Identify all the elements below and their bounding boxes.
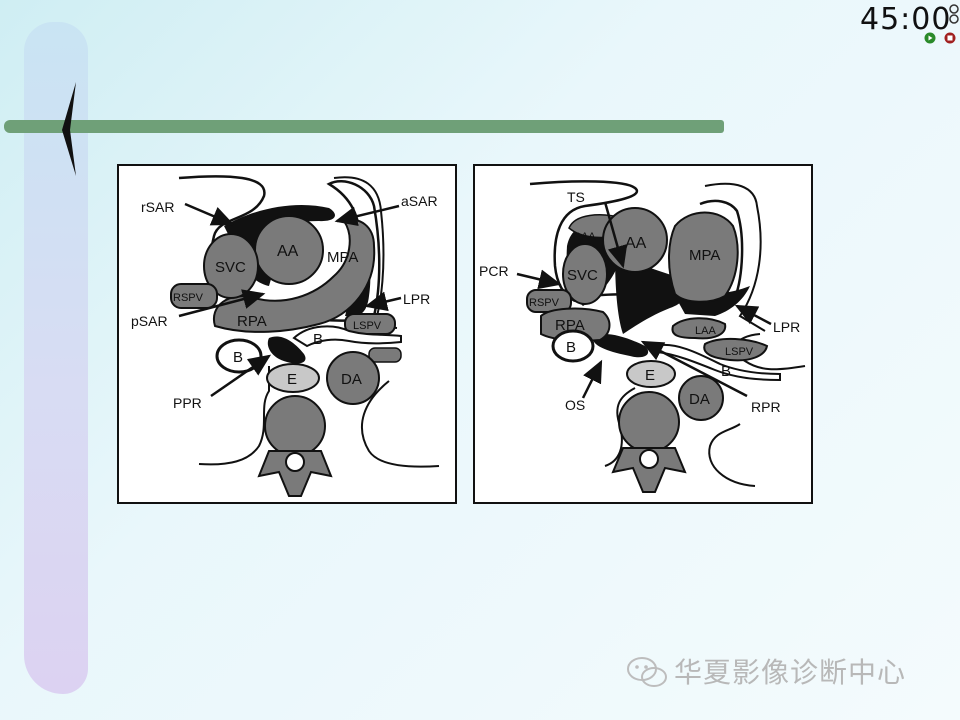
label-pcr: PCR [479,263,509,279]
label-aa: AA [277,243,299,260]
label-da-r: DA [689,391,710,408]
label-rspv: RSPV [173,292,204,304]
label-b-left: B [233,349,243,366]
label-lspv: LSPV [353,320,382,332]
label-rpa-r: RPA [555,317,585,334]
label-lpr-r: LPR [773,319,800,335]
label-raa: RAA [573,231,596,243]
timer-settings-icon[interactable] [948,4,960,26]
label-asar: aSAR [401,193,438,209]
label-rpa: RPA [237,313,267,330]
label-e: E [287,371,297,388]
label-mpa-r: MPA [689,247,720,264]
label-aa-r: AA [625,235,647,252]
label-rpr: RPR [751,399,781,415]
title-underline-bar [4,120,724,133]
label-rsar: rSAR [141,199,174,215]
label-ts: TS [567,189,585,205]
label-b-right-r: B [721,363,731,380]
label-lpr: LPR [403,291,430,307]
stop-icon[interactable] [944,32,956,44]
decorative-sidebar [24,22,88,694]
label-laa: LAA [695,325,716,337]
timer-display: 45:00 [860,2,952,37]
play-icon[interactable] [924,32,936,44]
wechat-icon [627,657,667,687]
label-da: DA [341,371,362,388]
left-diagram-panel: rSAR aSAR AA SVC MPA RSPV pSAR RPA LPR L… [117,164,457,504]
label-mpa: MPA [327,249,358,266]
watermark-text: 华夏影像诊断中心 [674,656,907,689]
label-svc: SVC [215,259,246,276]
label-svc-r: SVC [567,267,598,284]
label-os: OS [565,397,585,413]
label-lspv-r: LSPV [725,346,754,358]
label-rspv-r: RSPV [529,297,560,309]
bracket-icon [62,82,76,176]
label-psar: pSAR [131,313,168,329]
label-e-r: E [645,367,655,384]
label-ppr: PPR [173,395,202,411]
label-b-right: B [313,331,323,348]
label-b-left-r: B [566,339,576,356]
right-diagram-panel: TS RAA AA MPA PCR SVC RSPV RPA LPR LAA L… [473,164,813,504]
